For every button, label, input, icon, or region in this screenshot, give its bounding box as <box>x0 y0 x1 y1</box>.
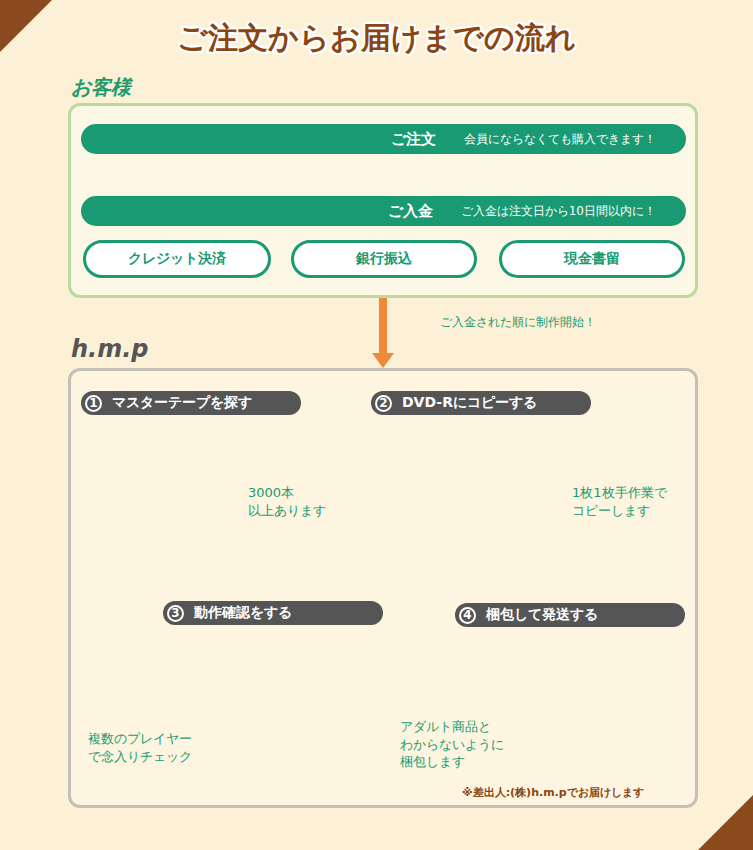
process-bar: ご注文 会員にならなくても購入できます！ <box>81 124 686 154</box>
step-note: アダルト商品と わからないように 梱包します <box>400 718 504 771</box>
payment-option: クレジット決済 <box>83 240 271 278</box>
arrow-shaft <box>379 298 387 353</box>
flow-arrow <box>372 298 394 368</box>
step-title: マスターテープを探す <box>112 394 252 412</box>
footnote: ※差出人:(株)h.m.pでお届けします <box>462 786 644 801</box>
corner-triangle <box>698 795 753 850</box>
step-header: 2 DVD-Rにコピーする <box>371 391 591 415</box>
step-note: 複数のプレイヤー で念入りチェック <box>88 730 192 765</box>
step-title: 梱包して発送する <box>486 606 598 624</box>
box-title: 銀行振込 <box>356 250 412 268</box>
arrow-label: ご入金された順に制作開始！ <box>438 314 598 331</box>
step-number: 3 <box>167 605 184 622</box>
payment-option: 現金書留 <box>499 240 685 278</box>
step-number: 2 <box>375 395 392 412</box>
step-note: 3000本 以上あります <box>248 484 326 519</box>
page-title: ご注文からお届けまでの流れ <box>0 18 753 59</box>
box-note: 会員にならなくても購入できます！ <box>464 131 656 148</box>
box-title: クレジット決済 <box>128 250 226 268</box>
section-heading: お客様 <box>71 74 131 101</box>
payment-option: 銀行振込 <box>291 240 477 278</box>
box-title: ご注文 <box>391 130 436 149</box>
box-title: ご入金 <box>388 202 433 221</box>
step-header: 1 マスターテープを探す <box>81 391 301 415</box>
box-note: ご入金は注文日から10日間以内に！ <box>461 203 656 220</box>
step-title: 動作確認をする <box>194 604 292 622</box>
step-header: 3 動作確認をする <box>163 601 383 625</box>
step-number: 4 <box>459 607 476 624</box>
box-title: 現金書留 <box>564 250 620 268</box>
step-note: 1枚1枚手作業で コピーします <box>572 484 667 519</box>
step-title: DVD-Rにコピーする <box>402 394 537 412</box>
section-panel: お客様ご注文会員にならなくても購入できます！ご入金ご入金は注文日から10日間以内… <box>68 103 698 298</box>
arrow-head <box>372 353 394 368</box>
step-header: 4 梱包して発送する <box>455 603 685 627</box>
process-bar: ご入金 ご入金は注文日から10日間以内に！ <box>81 196 686 226</box>
corner-triangle <box>0 0 52 52</box>
step-number: 1 <box>85 395 102 412</box>
section-heading: h.m.p <box>71 335 149 363</box>
